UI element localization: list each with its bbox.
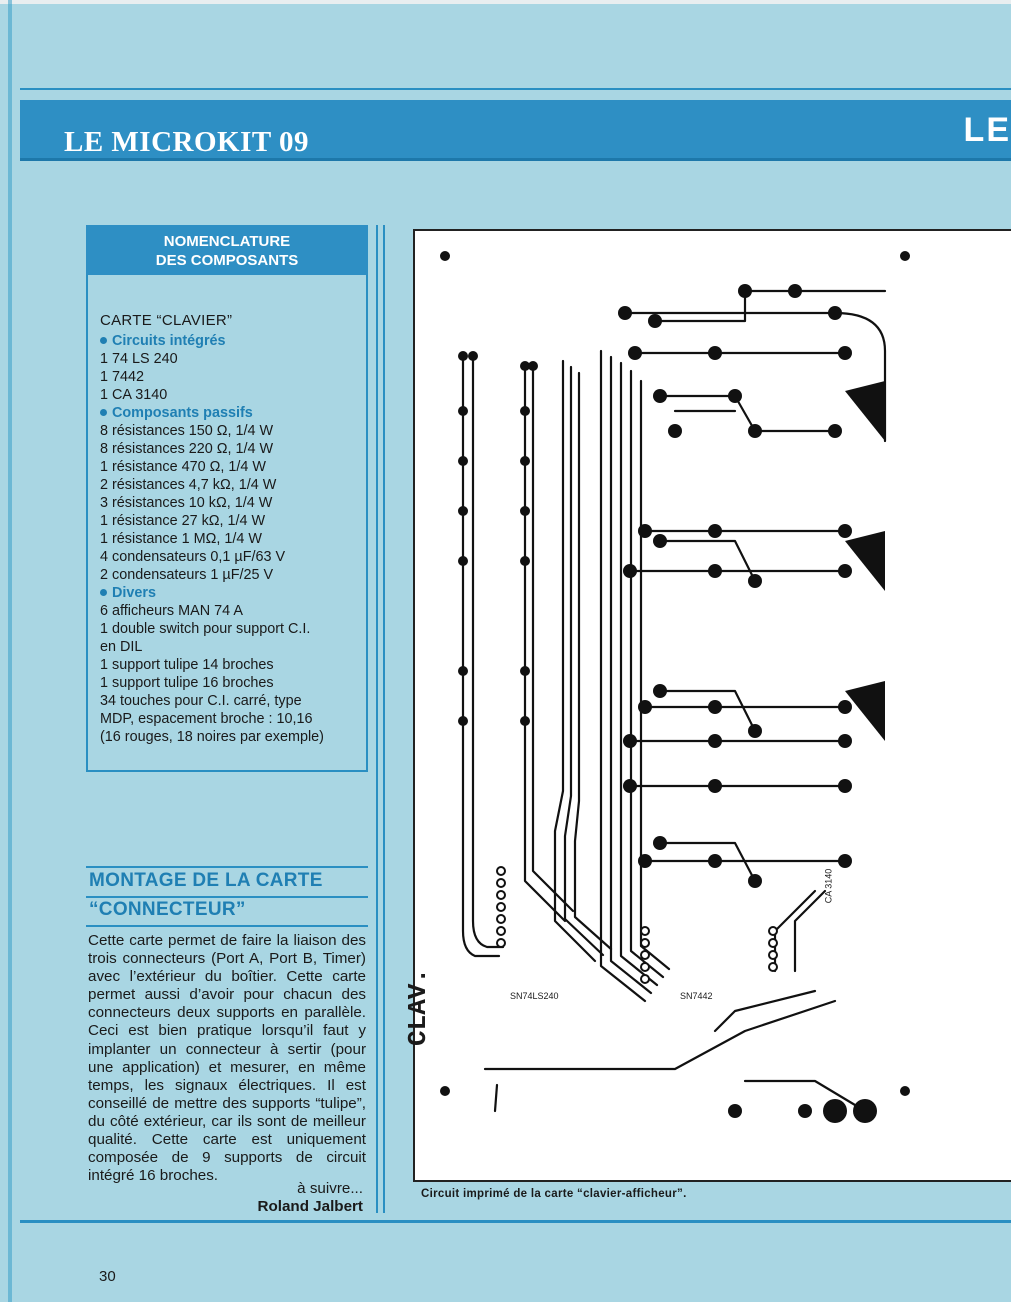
list-item: 1 74 LS 240: [100, 351, 178, 367]
bullet-icon: [100, 336, 107, 344]
figure-caption: Circuit imprimé de la carte “clavier-aff…: [421, 1188, 687, 1200]
list-item: 4 condensateurs 0,1 µF/63 V: [100, 549, 286, 565]
top-edge: [0, 0, 1011, 4]
list-item: 34 touches pour C.I. carré, type: [100, 693, 302, 709]
list-item: 2 résistances 4,7 kΩ, 1/4 W: [100, 477, 277, 493]
header-banner: [20, 100, 1011, 161]
section-rule-mid: [86, 896, 368, 898]
ic-label-ca3140: CA 3140: [823, 868, 834, 904]
section-title-line1: MONTAGE DE LA CARTE: [89, 870, 323, 891]
list-item: 1 résistance 470 Ω, 1/4 W: [100, 459, 266, 475]
ic-pin-rows: [496, 866, 778, 984]
list-item: MDP, espacement broche : 10,16: [100, 711, 313, 727]
ic-label-74ls240: SN74LS240: [510, 991, 559, 1001]
list-item: 8 résistances 150 Ω, 1/4 W: [100, 423, 274, 439]
list-item: 2 condensateurs 1 µF/25 V: [100, 567, 274, 583]
article-body: Cette carte permet de faire la liaison d…: [88, 932, 366, 1185]
header-right-fragment: LE: [963, 111, 1011, 149]
bullet-icon: [100, 408, 107, 416]
nomenclature-heading-line1: NOMENCLATURE: [163, 233, 291, 250]
section-rule-bottom: [86, 925, 368, 927]
list-item: 3 résistances 10 kΩ, 1/4 W: [100, 495, 273, 511]
list-item: 1 CA 3140: [100, 387, 168, 403]
nomenclature-box: [86, 225, 368, 772]
list-item: 8 résistances 220 Ω, 1/4 W: [100, 441, 274, 457]
pcb-pads: [440, 251, 910, 1123]
page-title: LE MICROKIT 09: [64, 126, 309, 158]
pcb-label-clav: CLAV.: [403, 967, 433, 1046]
page-number: 30: [99, 1268, 116, 1285]
column-divider-1: [376, 225, 378, 1213]
list-item: 6 afficheurs MAN 74 A: [100, 603, 243, 619]
nomenclature-heading-line2: DES COMPOSANTS: [155, 252, 299, 269]
pcb-triangles: [845, 381, 885, 741]
category-title: Circuits intégrés: [100, 332, 362, 350]
list-item: (16 rouges, 18 noires par exemple): [100, 729, 324, 745]
nomenclature-body: CARTE “CLAVIER” Circuits intégrés 1 74 L…: [100, 312, 362, 746]
footer-rule: [20, 1220, 1011, 1223]
list-item: 1 support tulipe 14 broches: [100, 657, 274, 673]
list-item: 1 résistance 1 MΩ, 1/4 W: [100, 531, 262, 547]
section-rule-top: [86, 866, 368, 868]
bullet-icon: [100, 588, 107, 596]
author: Roland Jalbert: [257, 1198, 364, 1215]
category-title: Composants passifs: [100, 404, 362, 422]
header-top-rule: [20, 88, 1011, 90]
binding-edge: [8, 0, 12, 1302]
list-item: 1 double switch pour support C.I.: [100, 621, 311, 637]
pcb-figure: SN74LS240 SN7442 CA 3140: [413, 229, 1011, 1182]
list-item: en DIL: [100, 639, 143, 655]
pcb-artwork: [440, 251, 910, 1123]
ic-label-7442: SN7442: [680, 991, 713, 1001]
list-item: 1 support tulipe 16 broches: [100, 675, 274, 691]
category-title: Divers: [100, 584, 362, 602]
nomenclature-heading: NOMENCLATURE DES COMPOSANTS: [86, 225, 368, 275]
section-title-line2: “CONNECTEUR”: [89, 899, 246, 920]
list-item: 1 résistance 27 kΩ, 1/4 W: [100, 513, 266, 529]
list-item: 1 7442: [100, 369, 145, 385]
nomenclature-section: CARTE “CLAVIER”: [100, 312, 233, 329]
column-divider-2: [383, 225, 385, 1213]
to-be-continued: à suivre...: [297, 1180, 363, 1197]
